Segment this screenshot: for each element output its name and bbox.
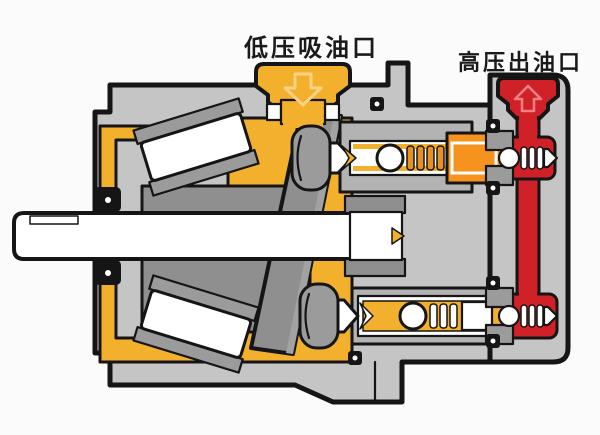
spring-coil xyxy=(416,145,425,171)
oil-diamond-shaft-end xyxy=(391,227,405,245)
o-ring xyxy=(370,97,384,111)
piston-shoe-top xyxy=(290,124,332,192)
shaft-seal-bottom xyxy=(94,260,121,285)
spring-coil xyxy=(520,304,528,328)
check-ball-bottom xyxy=(497,304,521,328)
shoe-joint-line xyxy=(296,134,303,182)
spring-coil xyxy=(528,146,536,170)
shoe-body xyxy=(290,124,332,192)
discharge-seam-2 xyxy=(519,133,537,143)
suction-port xyxy=(254,62,352,128)
bearing-bottom xyxy=(132,274,260,374)
spring-coil xyxy=(436,145,445,171)
o-ring xyxy=(348,351,362,365)
bore-oil-film-top-1 xyxy=(353,144,453,149)
suction-port-gap-right xyxy=(323,102,341,122)
piston-tip-bottom xyxy=(359,302,374,330)
o-ring xyxy=(486,181,500,195)
spring-coil xyxy=(449,303,458,329)
discharge-port-label: 高压出油口 xyxy=(458,50,584,75)
check-ball-inner-top xyxy=(375,143,405,173)
valve-poppet-bottom xyxy=(542,305,559,327)
check-ball-inner-bottom xyxy=(398,301,428,331)
check-valve-top xyxy=(484,129,559,187)
piston-spring-bottom xyxy=(429,303,458,329)
o-ring xyxy=(486,334,500,348)
bearing-top-roller xyxy=(139,112,253,182)
shaft-collar-top xyxy=(343,194,407,215)
o-ring xyxy=(486,119,500,133)
spring-coil xyxy=(528,304,536,328)
spring-coil xyxy=(429,303,438,329)
shoe-joint-line xyxy=(304,292,311,340)
spring-coil xyxy=(406,145,415,171)
shaft-body xyxy=(12,211,354,261)
arrow-down-icon xyxy=(283,72,323,107)
arrow-up-icon xyxy=(513,84,543,113)
spring-coil xyxy=(439,303,448,329)
bearing-bottom-roller xyxy=(139,289,253,359)
seal-dot xyxy=(105,270,111,276)
suction-port-gap-left xyxy=(265,102,283,122)
check-ball-top xyxy=(497,146,521,170)
valve-poppet-top xyxy=(542,147,559,169)
shaft-keyway xyxy=(29,215,79,225)
oil-chevron-top xyxy=(341,145,357,171)
piston-spring-top xyxy=(406,145,445,171)
spring-coil xyxy=(536,304,544,328)
piston-assembly-bottom xyxy=(326,286,514,346)
drive-shaft xyxy=(12,194,407,278)
o-ring xyxy=(486,276,500,290)
piston-top-cup-line xyxy=(450,141,498,175)
spring-coil xyxy=(426,145,435,171)
seal-dot xyxy=(105,197,111,203)
piston-assembly-top xyxy=(320,120,507,194)
bearing-top xyxy=(132,97,260,197)
discharge-seam-1 xyxy=(519,112,537,122)
shaft-collar-bottom xyxy=(343,257,407,278)
shoe-body xyxy=(298,282,340,350)
o-ring-seals xyxy=(348,97,500,365)
valve-seat-bottom-upper xyxy=(484,286,515,309)
spring-coil xyxy=(536,146,544,170)
spring-coil xyxy=(520,146,528,170)
piston-shoe-bottom xyxy=(298,282,340,350)
bore-oil-film-top-2 xyxy=(353,166,453,171)
shaft-seal-top xyxy=(94,187,121,212)
suction-port-label: 低压吸油口 xyxy=(244,35,379,62)
discharge-seam-3 xyxy=(519,290,537,300)
